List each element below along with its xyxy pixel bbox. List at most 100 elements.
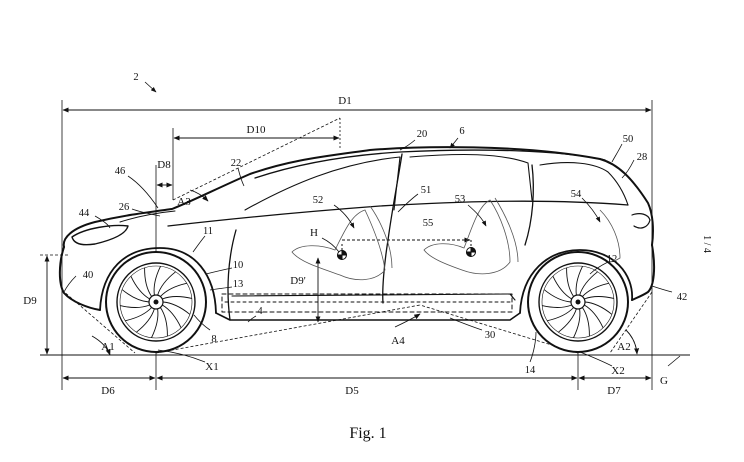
rear-window (409, 153, 533, 201)
angle-arc-a1 (91, 335, 111, 356)
angle-label-a1: A1 (101, 341, 114, 353)
leader-52 (333, 204, 355, 229)
ref-10: 10 (233, 260, 244, 271)
front-wheel-spoke (157, 271, 176, 296)
ref-4: 4 (257, 306, 263, 317)
rear-seat-back (494, 197, 519, 263)
rear-wheel-spoke (579, 271, 598, 296)
dim-label-d5: D5 (345, 385, 359, 397)
ref-13: 13 (233, 279, 244, 290)
departure-angle-line (609, 291, 653, 354)
rear-light (631, 213, 651, 229)
point-label-h: H (310, 227, 318, 239)
leader-42 (651, 285, 673, 293)
leader-51 (397, 193, 419, 213)
rear-wheel-arch (519, 249, 633, 314)
sheet-number: 1 / 4 (701, 235, 712, 253)
point-label-x2: X2 (611, 365, 624, 377)
rear-wheel-rim-inner (541, 265, 615, 339)
quarter-window (539, 162, 629, 206)
leader-54 (581, 197, 601, 223)
car-body (58, 146, 656, 321)
front-wheel-spoke (153, 266, 161, 296)
rear-door-line (524, 164, 534, 246)
leader-x2 (579, 351, 613, 367)
hip-points (336, 240, 477, 261)
front-wheel-spoke (162, 301, 191, 315)
rear-wheel-spoke (543, 289, 572, 303)
front-wheel-spoke (160, 282, 187, 297)
ref-46: 46 (115, 166, 126, 177)
ref-42: 42 (677, 292, 688, 303)
ref-40: 40 (83, 270, 94, 281)
dim-label-d9: D9 (23, 295, 37, 307)
front-wheel-rim-inner (119, 265, 193, 339)
leader-4 (247, 315, 257, 323)
windscreen-angle-line (172, 117, 341, 201)
leader-lines (63, 81, 681, 367)
front-wheel-spoke (120, 304, 150, 308)
labels: D1 D10 D8 D9 D9' D6 D5 D7 A1 A2 A3 A4 X1… (23, 72, 712, 442)
ref-8: 8 (211, 334, 216, 345)
wheels (105, 251, 629, 353)
leader-20 (399, 139, 416, 151)
hood-crease (119, 210, 176, 223)
leader-14 (529, 331, 537, 363)
leader-28 (621, 159, 635, 179)
point-label-x1: X1 (205, 361, 218, 373)
front-wheel-axle-mark (153, 299, 159, 305)
angle-arc-a2 (625, 329, 640, 355)
ref-11: 11 (203, 226, 213, 237)
rear-wheel-spoke (582, 307, 590, 337)
rear-fascia (631, 244, 656, 301)
leader-46 (127, 175, 159, 209)
ref-55: 55 (423, 218, 434, 229)
leader-26 (131, 208, 161, 217)
ref-30: 30 (485, 330, 496, 341)
angle-arc-a3 (189, 189, 209, 202)
leader-8 (193, 314, 211, 331)
headlight (71, 224, 129, 246)
leader-x1 (157, 349, 206, 363)
figure-caption: Fig. 1 (349, 425, 386, 442)
front-wheel-arch (99, 247, 217, 314)
leader-h (321, 237, 340, 253)
front-wheel-spoke (136, 308, 155, 333)
rear-wheel-spoke (575, 266, 583, 296)
front-window (244, 156, 401, 211)
ref-22: 22 (231, 158, 242, 169)
ref-14: 14 (525, 365, 536, 376)
rear-wheel-spoke (566, 267, 574, 297)
rear-wheel-spoke (584, 296, 614, 300)
ref-12: 12 (607, 254, 618, 265)
front-wheel-rim (116, 262, 196, 342)
front-wheel (105, 251, 207, 353)
front-wheel-spoke (130, 276, 150, 300)
body-outline-upper (62, 146, 654, 248)
b-pillar (382, 153, 403, 304)
rear-wheel-spoke (573, 308, 581, 338)
dim-label-d7: D7 (607, 385, 621, 397)
dim-label-d9p: D9' (290, 275, 305, 287)
leader-50 (611, 143, 623, 163)
leader-11 (192, 235, 206, 253)
front-seat-back (369, 205, 393, 269)
rear-wheel-spoke (584, 304, 604, 328)
front-wheel-spoke (125, 307, 152, 322)
ref-52: 52 (313, 195, 324, 206)
ref-51: 51 (421, 185, 432, 196)
leader-22 (237, 167, 245, 187)
ref-26: 26 (119, 202, 130, 213)
front-wheel-spoke (162, 296, 192, 300)
dim-label-d8: D8 (157, 159, 171, 171)
front-wheel-spoke (121, 289, 150, 303)
leader-30 (449, 317, 483, 331)
dimension-lines (44, 107, 652, 381)
dim-label-d10: D10 (247, 124, 266, 136)
leader-6 (449, 137, 459, 149)
front-wheel-spoke (160, 307, 168, 337)
dim-label-d1: D1 (338, 95, 351, 107)
leader-g (667, 355, 681, 367)
front-wheel-spoke (151, 308, 159, 338)
sill-line (231, 293, 516, 301)
